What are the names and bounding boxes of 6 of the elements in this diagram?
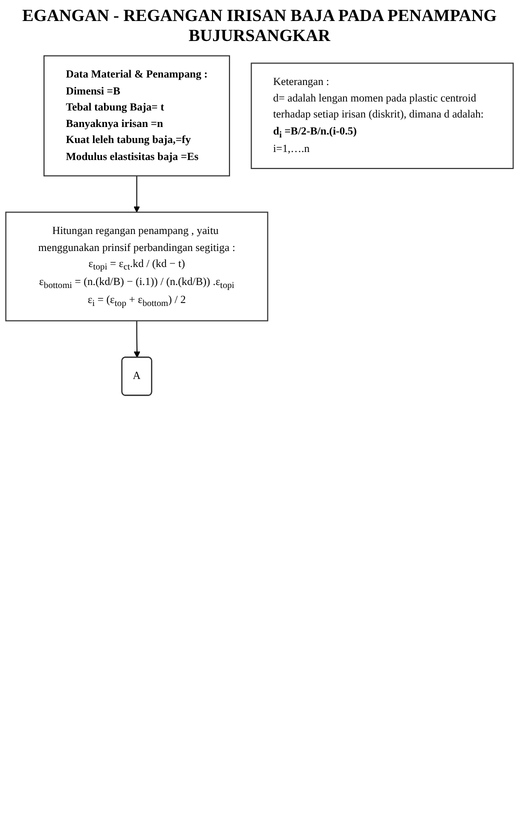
node-box: Keterangan : d= adalah lengan momen pada plastic centroid terhadap setiap irisan (diskrit), dimana d adalah: d$_{i}$ =B/2-B/n.(i-0.5) i=1,….n [250, 62, 514, 170]
arrow [134, 320, 140, 358]
node-box: Data Material & Penampang : Dimensi =B Tebal tabung Baja= t Banyaknya irisan =n Kuat leleh tabung baja,=fy Modulus elastisitas baja =Es [43, 55, 230, 176]
node-box: Hitungan regangan penampang , yaitu menggunakan prinsif perbandingan segitiga : ε$_{topi}$ = ε$_{ct}$.kd / (kd − t) ε$_{bottomi}$ = (n.(kd/B) − (i.1)) / (n.(kd/B)) .ε$_{topi}$ ε$_{i}$ = (ε$_{top}$ + ε$_{bottom}$) / 2 [5, 212, 268, 322]
diagram-title: EGANGAN - REGANGAN IRISAN BAJA PADA PENAMPANG BUJURSANGKAR [21, 6, 498, 46]
arrow [134, 175, 140, 212]
